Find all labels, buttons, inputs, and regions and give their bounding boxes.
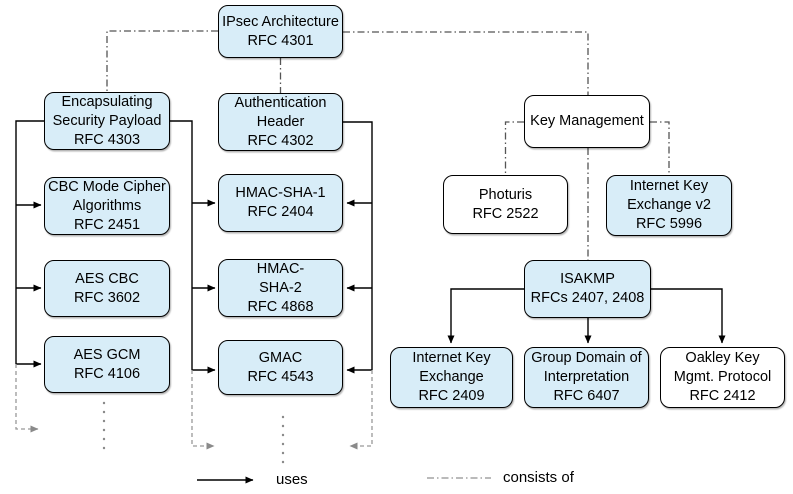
node-label-line: HMAC-SHA-1 bbox=[235, 185, 326, 201]
node-label-line: IPsec Architecture bbox=[222, 13, 339, 30]
node-label-line: Interpretation bbox=[543, 369, 630, 385]
node-aes-cbc: AES CBC RFC 3602 bbox=[44, 260, 170, 317]
node-label-line: HMAC- bbox=[256, 260, 305, 277]
node-label-line: Internet Key bbox=[629, 178, 709, 194]
node-ipsec-architecture: IPsec Architecture RFC 4301 bbox=[218, 5, 343, 58]
node-label-line: AES CBC bbox=[75, 270, 139, 287]
node-label-line: Header bbox=[256, 113, 305, 130]
node-label-line: RFC 5996 bbox=[635, 216, 703, 232]
rail-ah-right bbox=[343, 121, 373, 370]
node-label-line: Group Domain of bbox=[531, 350, 642, 366]
node-label-line: AES GCM bbox=[73, 346, 141, 363]
node-label-line: Oakley Key bbox=[685, 350, 760, 366]
node-gdoi: Group Domain of Interpretation RFC 6407 bbox=[524, 347, 649, 408]
rail-esp-left bbox=[15, 120, 44, 364]
legend-uses-label: uses bbox=[276, 471, 308, 488]
node-label-line: RFC 4106 bbox=[73, 365, 141, 382]
node-label-line: CBC Mode Cipher bbox=[48, 178, 166, 195]
arrow-continuation-middle-right bbox=[349, 370, 373, 450]
node-label-line: Photuris bbox=[478, 186, 533, 203]
node-label-line: Exchange bbox=[419, 369, 484, 385]
node-label-line: RFC 4301 bbox=[247, 32, 314, 49]
arrow-isakmp-to-oakley bbox=[651, 288, 726, 344]
node-label-line: Key Management bbox=[530, 113, 644, 129]
node-ikev2: Internet Key Exchange v2 RFC 5996 bbox=[606, 175, 732, 236]
node-cbc-mode-cipher: CBC Mode Cipher Algorithms RFC 2451 bbox=[44, 177, 170, 235]
node-label-line: RFC 4543 bbox=[247, 368, 314, 385]
node-label-line: RFC 2451 bbox=[73, 216, 141, 233]
connector-ipsec-to-key-management bbox=[343, 31, 589, 95]
node-label-line: ISAKMP bbox=[560, 271, 615, 287]
connector-key-management-to-ikev2 bbox=[650, 121, 670, 175]
node-label-line: Exchange v2 bbox=[627, 197, 711, 213]
node-hmac-sha2: HMAC- SHA-2 RFC 4868 bbox=[218, 259, 343, 317]
node-ike: Internet Key Exchange RFC 2409 bbox=[390, 347, 513, 408]
node-label-line: RFC 6407 bbox=[553, 388, 620, 404]
node-label-line: RFC 4868 bbox=[247, 298, 314, 315]
node-label-line: Security Payload bbox=[52, 112, 162, 129]
node-label-line: RFC 2522 bbox=[472, 205, 539, 222]
node-aes-gcm: AES GCM RFC 4106 bbox=[44, 336, 170, 393]
node-gmac: GMAC RFC 4543 bbox=[218, 340, 343, 395]
node-key-management: Key Management bbox=[524, 95, 650, 148]
node-label-line: RFC 3602 bbox=[73, 289, 141, 306]
node-label-line: Algorithms bbox=[72, 197, 142, 214]
node-isakmp: ISAKMP RFCs 2407, 2408 bbox=[524, 260, 651, 318]
node-photuris: Photuris RFC 2522 bbox=[443, 175, 568, 234]
connector-ipsec-to-esp bbox=[106, 30, 218, 92]
node-esp: Encapsulating Security Payload RFC 4303 bbox=[44, 92, 170, 150]
node-label-line: SHA-2 bbox=[259, 279, 302, 296]
node-label-line: Mgmt. Protocol bbox=[673, 369, 772, 385]
node-label-line: Encapsulating bbox=[61, 93, 153, 110]
node-oakley: Oakley Key Mgmt. Protocol RFC 2412 bbox=[660, 347, 785, 408]
node-label-line: RFC 2409 bbox=[418, 388, 485, 404]
connector-key-management-to-photuris bbox=[504, 121, 524, 175]
node-hmac-sha1: HMAC-SHA-1 RFC 2404 bbox=[218, 174, 343, 232]
node-label-line: RFC 4302 bbox=[247, 132, 314, 149]
node-label-line: GMAC bbox=[258, 349, 303, 366]
legend-consists-of-label: consists of bbox=[503, 469, 574, 486]
node-label-line: RFC 4303 bbox=[73, 131, 141, 148]
node-label-line: RFCs 2407, 2408 bbox=[530, 290, 645, 306]
node-label-line: RFC 2404 bbox=[247, 204, 314, 220]
node-label-line: Authentication bbox=[234, 94, 327, 111]
node-label-line: Internet Key bbox=[412, 350, 491, 366]
arrow-isakmp-to-ike bbox=[447, 288, 524, 344]
rail-esp-right bbox=[170, 120, 193, 370]
node-label-line: RFC 2412 bbox=[689, 388, 756, 404]
arrow-continuation-left bbox=[15, 364, 39, 433]
arrow-continuation-middle-left bbox=[191, 370, 215, 450]
node-authentication-header: Authentication Header RFC 4302 bbox=[218, 93, 343, 151]
